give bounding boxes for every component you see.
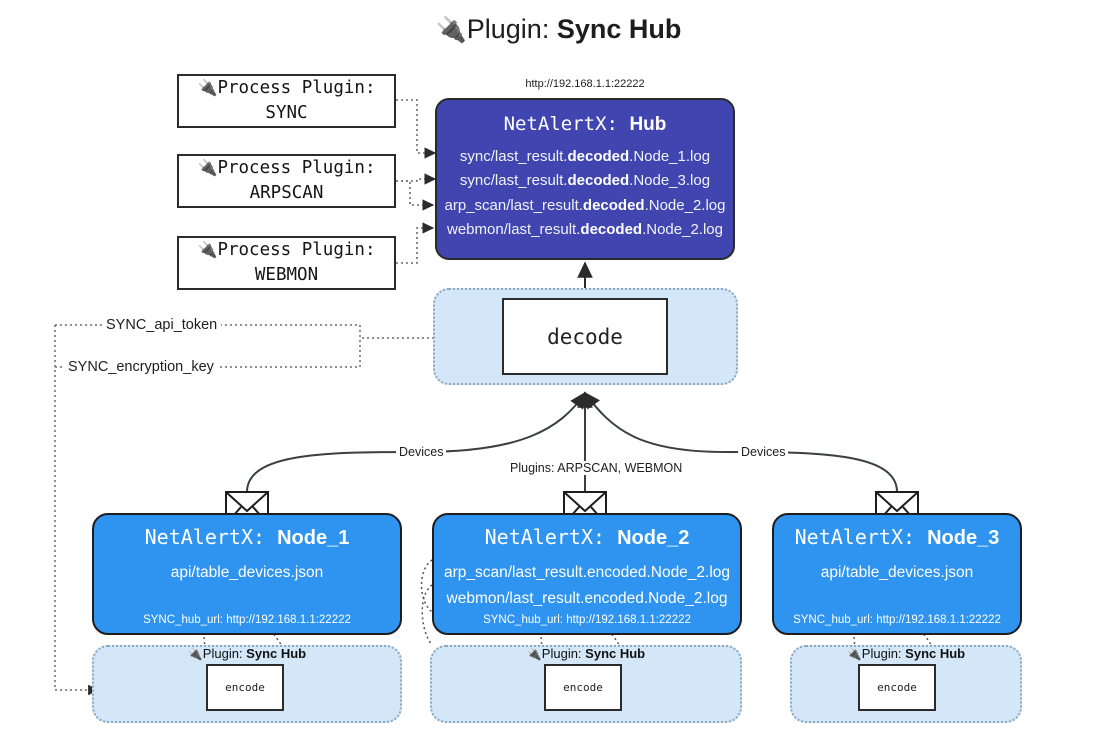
node-title: NetAlertX: Node_1 (94, 525, 400, 550)
hub-url-label: http://192.168.1.1:22222 (525, 78, 645, 90)
page-title: 🔌Plugin: Sync Hub (0, 14, 1117, 45)
encode-box-node-1[interactable]: encode (206, 664, 284, 711)
encode-label: encode (563, 681, 603, 694)
hub-log-row: sync/last_result.decoded.Node_1.log (459, 148, 711, 165)
process-plugin-name: ARPSCAN (249, 183, 324, 203)
hub-box[interactable]: NetAlertX: Hub sync/last_result.decoded.… (435, 98, 735, 260)
edge-label-devices-right: Devices (738, 445, 789, 459)
process-plugin-title: Process Plugin: (217, 77, 376, 98)
page-title-prefix: Plugin: (466, 14, 550, 44)
process-plugin-box-arpscan[interactable]: 🔌Process Plugin: ARPSCAN (177, 154, 396, 208)
electric-plug-icon: 🔌 (526, 647, 542, 661)
node-resource-row: api/table_devices.json (170, 564, 324, 581)
sync-api-token-label: SYNC_api_token (102, 317, 222, 333)
node-prefix: NetAlertX: (144, 525, 266, 549)
electric-plug-icon: 🔌 (435, 16, 467, 44)
process-plugin-title: Process Plugin: (217, 239, 376, 260)
sync-hub-plugin-label-node-1: 🔌Plugin: Sync Hub (187, 646, 307, 661)
encode-box-node-3[interactable]: encode (858, 664, 936, 711)
node-box-node-1[interactable]: NetAlertX: Node_1 api/table_devices.json… (92, 513, 402, 635)
hub-log-row: sync/last_result.decoded.Node_3.log (459, 172, 711, 190)
node-box-node-3[interactable]: NetAlertX: Node_3 api/table_devices.json… (772, 513, 1022, 635)
decode-label: decode (547, 324, 623, 349)
encode-label: encode (877, 681, 917, 694)
process-plugin-title: Process Plugin: (217, 157, 376, 178)
node-name: Node_2 (617, 527, 690, 549)
hub-prefix: NetAlertX: (503, 113, 618, 135)
electric-plug-icon: 🔌 (197, 77, 218, 97)
node-box-node-2[interactable]: NetAlertX: Node_2 arp_scan/last_result.e… (432, 513, 742, 635)
electric-plug-icon: 🔌 (197, 239, 218, 259)
process-plugin-box-webmon[interactable]: 🔌Process Plugin: WEBMON (177, 236, 396, 290)
sync-hub-plugin-label-node-2: 🔌Plugin: Sync Hub (526, 646, 646, 661)
edge-label-plugins: Plugins: ARPSCAN, WEBMON (507, 461, 686, 475)
decode-box[interactable]: decode (502, 298, 668, 375)
node-hub-url-label: SYNC_hub_url: http://192.168.1.1:22222 (793, 614, 1001, 626)
node-title: NetAlertX: Node_2 (434, 525, 740, 550)
sync-encryption-key-label: SYNC_encryption_key (64, 359, 218, 375)
node-name: Node_3 (927, 527, 1000, 549)
hub-log-row: webmon/last_result.decoded.Node_2.log (447, 220, 723, 238)
node-hub-url-label: SYNC_hub_url: http://192.168.1.1:22222 (483, 614, 691, 626)
edge-label-devices-left: Devices (396, 445, 447, 459)
encode-label: encode (225, 681, 265, 694)
electric-plug-icon: 🔌 (187, 647, 203, 661)
sync-hub-plugin-label-node-3: 🔌Plugin: Sync Hub (846, 646, 966, 661)
node-prefix: NetAlertX: (794, 525, 916, 549)
electric-plug-icon: 🔌 (197, 157, 218, 177)
node-resource-row: api/table_devices.json (820, 564, 974, 581)
process-plugin-name: SYNC (265, 103, 308, 123)
node-title: NetAlertX: Node_3 (774, 525, 1020, 550)
process-plugin-name: WEBMON (254, 265, 319, 285)
hub-name: Hub (629, 114, 667, 135)
encode-box-node-2[interactable]: encode (544, 664, 622, 711)
page-title-name: Sync Hub (556, 14, 682, 44)
process-plugin-box-sync[interactable]: 🔌Process Plugin: SYNC (177, 74, 396, 128)
node-name: Node_1 (277, 527, 350, 549)
hub-log-row: arp_scan/last_result.decoded.Node_2.log (444, 196, 726, 214)
node-hub-url-label: SYNC_hub_url: http://192.168.1.1:22222 (143, 614, 351, 626)
node-prefix: NetAlertX: (484, 525, 606, 549)
node-resource-row: webmon/last_result.encoded.Node_2.log (446, 590, 728, 608)
node-resource-row: arp_scan/last_result.encoded.Node_2.log (443, 564, 731, 581)
hub-title: NetAlertX: Hub (437, 113, 733, 136)
electric-plug-icon: 🔌 (846, 647, 862, 661)
